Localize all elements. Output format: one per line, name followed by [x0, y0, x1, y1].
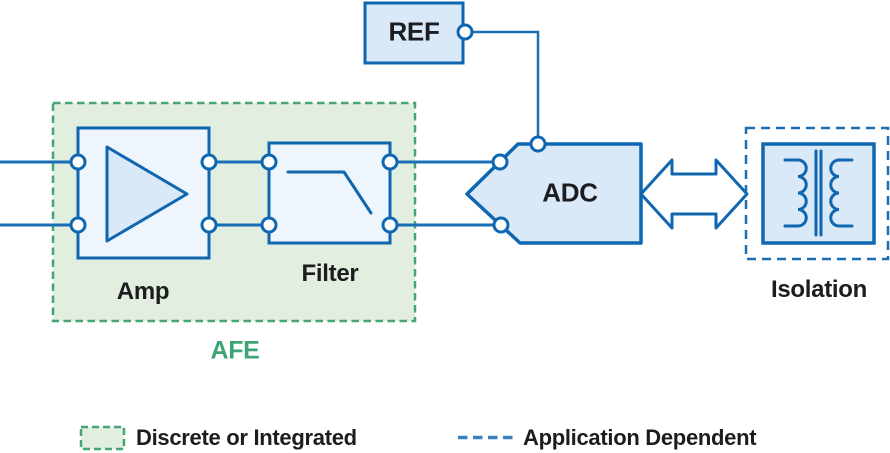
filter-output-terminal-bottom: [381, 216, 399, 234]
amplifier-triangle-icon: [105, 145, 189, 243]
isolation-block: [761, 142, 876, 245]
adc-label: ADC: [542, 177, 598, 208]
transformer-icon: [783, 149, 854, 237]
lowpass-curve-icon: [286, 170, 373, 215]
transformer-primary-coil: [783, 158, 808, 228]
legend-discrete-or-integrated-label: Discrete or Integrated: [136, 425, 357, 450]
filter-input-terminal-bottom: [260, 216, 278, 234]
adc-input-terminal-top: [491, 153, 509, 171]
isolation-label: Isolation: [771, 276, 867, 303]
amp-output-terminal-bottom: [200, 216, 218, 234]
legend-green-dashed-swatch: [79, 425, 126, 451]
ref-label: REF: [388, 16, 440, 47]
afe-label: AFE: [210, 336, 260, 365]
signal-lines: [0, 30, 540, 227]
isolation-region: [744, 126, 890, 261]
filter-block: [267, 141, 392, 245]
ref-output-terminal: [456, 23, 474, 41]
filter-input-terminal-top: [260, 153, 278, 171]
amp-input-terminal-top: [69, 153, 87, 171]
terminal-dots: [69, 23, 547, 234]
amp-label: Amp: [116, 278, 170, 305]
adc-input-terminal-bottom: [492, 216, 510, 234]
transformer-secondary-coil: [829, 158, 854, 228]
adc-ref-terminal: [529, 135, 547, 153]
filter-label: Filter: [301, 260, 359, 287]
ref-adc-line: [465, 30, 540, 146]
filter-output-terminal-top: [381, 153, 399, 171]
legend-application-dependent-label: Application Dependent: [523, 425, 757, 450]
amp-input-terminal-bottom: [69, 216, 87, 234]
bidirectional-arrow-icon: [639, 158, 749, 230]
ref-block: [363, 1, 465, 65]
amp-output-terminal-top: [200, 153, 218, 171]
